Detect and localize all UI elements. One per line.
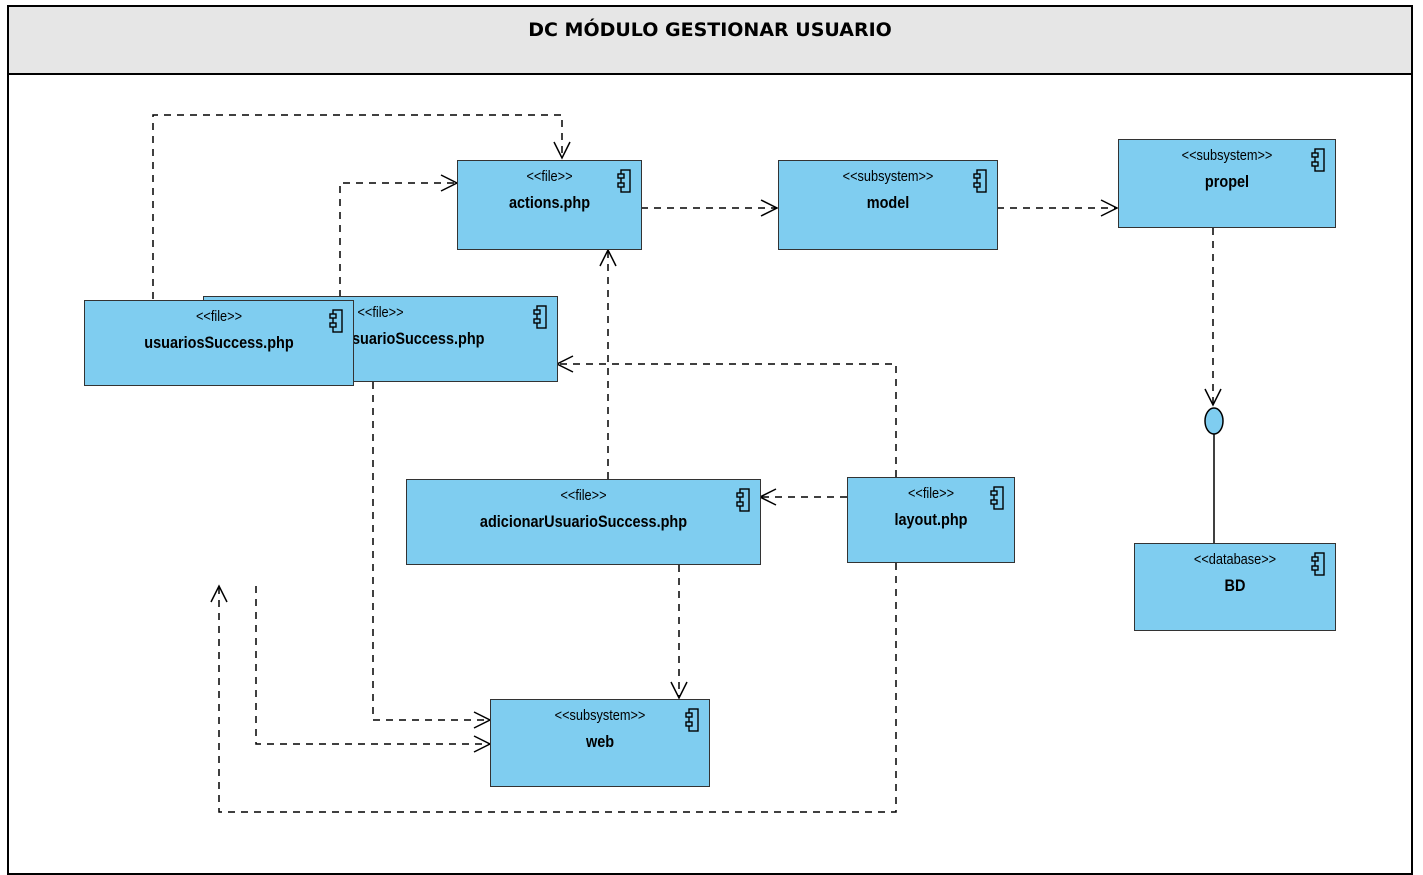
component-name: actions.php	[508, 193, 591, 212]
dependency-layout-modificar	[555, 355, 897, 477]
component-stereotype: <<file>>	[560, 487, 607, 504]
component-icon	[973, 169, 987, 193]
component-stereotype: <<subsystem>>	[1181, 147, 1273, 164]
dependency-layout-usuarios	[210, 563, 897, 813]
component-name: layout.php	[894, 510, 968, 529]
component-stereotype: <<file>>	[526, 168, 573, 185]
component-stereotype: <<file>>	[907, 485, 955, 502]
component-icon	[1311, 148, 1325, 172]
component-actions-php[interactable]: <<file>> actions.php	[457, 160, 642, 250]
component-name: BD	[1224, 576, 1246, 595]
component-icon	[1311, 552, 1325, 576]
header-bar: DC MÓDULO GESTIONAR USUARIO	[9, 7, 1411, 75]
dependency-modificar-actions	[339, 174, 459, 297]
component-adicionar-usuario-success[interactable]: <<file>> adicionarUsuarioSuccess.php	[406, 479, 761, 565]
component-name: adicionarUsuarioSuccess.php	[479, 512, 688, 531]
component-usuarios-success[interactable]: <<file>> usuariosSuccess.php	[84, 300, 354, 386]
component-stereotype: <<subsystem>>	[554, 707, 646, 724]
component-name: usuariosSuccess.php	[144, 333, 294, 352]
dependency-usuarios-web	[255, 586, 492, 753]
dependency-usuarios-actions	[152, 114, 571, 299]
component-icon	[617, 169, 631, 193]
component-layout-php[interactable]: <<file>> layout.php	[847, 477, 1015, 563]
component-icon	[533, 305, 547, 329]
component-stereotype: <<file>>	[195, 308, 243, 325]
dependency-modificar-web	[372, 382, 492, 729]
component-stereotype: <<file>>	[357, 304, 404, 321]
component-propel[interactable]: <<subsystem>> propel	[1118, 139, 1336, 228]
component-model[interactable]: <<subsystem>> model	[778, 160, 998, 250]
component-stereotype: <<database>>	[1193, 551, 1277, 568]
component-name: web	[585, 732, 615, 751]
component-bd[interactable]: <<database>> BD	[1134, 543, 1336, 631]
component-icon	[736, 488, 750, 512]
component-icon	[329, 309, 343, 333]
component-name: model	[866, 193, 910, 212]
component-name: propel	[1204, 172, 1250, 191]
component-stereotype: <<subsystem>>	[842, 168, 934, 185]
component-icon	[685, 708, 699, 732]
component-icon	[990, 486, 1004, 510]
diagram-title: DC MÓDULO GESTIONAR USUARIO	[528, 19, 892, 41]
interface-lollipop	[1204, 407, 1224, 435]
component-web[interactable]: <<subsystem>> web	[490, 699, 710, 787]
